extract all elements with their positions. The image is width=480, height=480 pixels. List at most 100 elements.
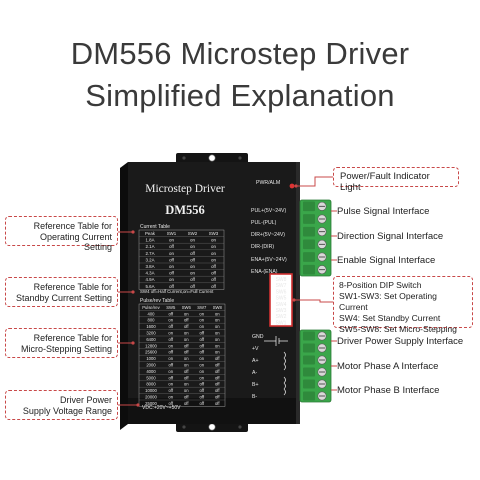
- pulse-table-header-cell: SW5: [166, 305, 176, 310]
- current-table-label: Current Table: [140, 224, 170, 230]
- terminal-slot: [303, 331, 315, 341]
- pulse-table-cell: off: [215, 369, 220, 374]
- callout-phase-b: Motor Phase B Interface: [337, 385, 439, 396]
- pulse-table-cell: on: [199, 318, 204, 323]
- current-table-cell: 3.8A: [145, 264, 154, 269]
- callout-direction: Direction Signal Interface: [337, 231, 443, 242]
- pulse-table-cell: off: [168, 375, 173, 380]
- signal-labels: PUL+(5V~24V)PUL-(PUL)DIR+(5V~24V)DIR-(DI…: [251, 208, 287, 275]
- pulse-table-cell: off: [184, 350, 189, 355]
- current-table-cell: 4.9A: [145, 277, 154, 282]
- dip-line-4: SW5-SW8: Set Micro-Stepping: [339, 324, 457, 334]
- pulse-table-cell: on: [199, 356, 204, 361]
- device-label: Microstep Driver: [145, 183, 225, 195]
- ref-standby-line-2: Standby Current Setting: [15, 292, 112, 303]
- signal-label: DIR+(5V~24V): [251, 232, 285, 238]
- pulse-table-cell: on: [215, 311, 220, 316]
- current-table-cell: on: [169, 251, 174, 256]
- pulse-table-cell: on: [184, 388, 189, 393]
- pulse-table-header-cell: SW7: [197, 305, 207, 310]
- pulse-table-cell: off: [215, 395, 220, 400]
- dip-switch-label: SW3: [276, 308, 287, 314]
- current-table-cell: on: [190, 264, 195, 269]
- dip-switch-label: SW1: [276, 320, 287, 326]
- current-table-cell: off: [169, 244, 175, 249]
- pulse-table-cell: on: [168, 331, 173, 336]
- right-connectors: [294, 176, 337, 391]
- dip-switch[interactable]: [269, 273, 293, 327]
- current-table-cell: on: [169, 238, 174, 243]
- pulse-table-cell: 400: [148, 311, 156, 316]
- pulse-table-cell: off: [199, 401, 204, 406]
- terminal-slot: [303, 214, 315, 224]
- current-table-cell: 4.3A: [145, 271, 154, 276]
- pulse-table-cell: on: [184, 331, 189, 336]
- pulse-table-cell: off: [199, 388, 204, 393]
- pulse-table-cell: on: [184, 311, 189, 316]
- current-table-header-cell: SW2: [188, 231, 198, 236]
- terminal-slot: [303, 264, 315, 275]
- schematic-symbols: [264, 336, 288, 396]
- pulse-table-header-cell: SW6: [182, 305, 192, 310]
- power-terminal-label: A-: [252, 370, 257, 376]
- current-table-cell: 5.6A: [145, 284, 154, 289]
- current-table-cell: off: [169, 271, 175, 276]
- pulse-table-cell: off: [184, 369, 189, 374]
- signal-label: PUL-(PUL): [251, 220, 277, 226]
- pulse-table-cell: 25600: [145, 350, 157, 355]
- pulse-table-cell: on: [215, 331, 220, 336]
- pulse-table-cell: 800: [148, 318, 156, 323]
- pulse-table-cell: 12800: [145, 343, 157, 348]
- pulse-table-cell: on: [184, 382, 189, 387]
- supply-range-line-1: Driver Power: [59, 395, 112, 405]
- terminal-slot: [303, 343, 315, 353]
- left-connectors: [118, 231, 138, 406]
- signal-label: DIR-(DIR): [251, 244, 274, 250]
- signal-terminal-block[interactable]: [299, 199, 332, 277]
- pulse-table-cell: 8000: [146, 382, 156, 387]
- pulse-table-cell: off: [215, 356, 220, 361]
- pulse-table-header-cell: SW8: [213, 305, 223, 310]
- terminal-slot: [303, 201, 315, 212]
- current-table-cell: 2.1A: [145, 244, 154, 249]
- current-table-cell: on: [211, 244, 216, 249]
- current-table-cell: on: [169, 277, 174, 282]
- terminal-slot: [303, 391, 315, 401]
- pulse-table-cell: on: [199, 369, 204, 374]
- pulse-table-cell: on: [215, 318, 220, 323]
- callout-power-supply-text: Driver Power Supply Interface: [337, 336, 464, 347]
- callout-supply-range: Driver Power Supply Voltage Range: [5, 390, 118, 420]
- pulse-table-label: Pulse/rev Table: [140, 298, 174, 304]
- dip-line-2: SW1-SW3: Set Operating Current: [339, 291, 437, 312]
- pulse-table-cell: off: [184, 401, 189, 406]
- pulse-table-cell: off: [184, 318, 189, 323]
- dip-switch-label: SW8: [276, 277, 287, 283]
- pulse-table-cell: on: [215, 343, 220, 348]
- callout-pulse-text: Pulse Signal Interface: [337, 206, 430, 217]
- callout-dip-switch: 8-Position DIP Switch SW1-SW3: Set Opera…: [333, 276, 473, 334]
- dip-switch-label: SW4: [276, 302, 287, 308]
- pulse-table-cell: 5000: [146, 375, 156, 380]
- pulse-table-cell: on: [168, 395, 173, 400]
- terminal-slot: [303, 252, 315, 262]
- dip-switch-label: SW5: [276, 296, 287, 302]
- pulse-table-cell: off: [199, 395, 204, 400]
- signal-label: ENA-(ENA): [251, 269, 278, 275]
- power-terminal-block[interactable]: [299, 329, 332, 403]
- vdc-label: VDC:+20V~+50V: [142, 405, 181, 411]
- pulse-table-cell: off: [215, 363, 220, 368]
- pulse-table-cell: 25000: [145, 401, 157, 406]
- pulse-table-cell: on: [184, 337, 189, 342]
- callout-direction-text: Direction Signal Interface: [337, 231, 444, 242]
- left-connector-dots: [131, 230, 140, 407]
- power-terminal-label: +V: [252, 346, 259, 352]
- pulse-table-cell: on: [168, 382, 173, 387]
- callout-power-fault-text: Power/Fault Indicator Light: [340, 171, 430, 193]
- pulse-table-cell: on: [215, 350, 220, 355]
- pulse-table-cell: 4000: [146, 369, 156, 374]
- current-table-cell: off: [211, 264, 217, 269]
- pulse-table-cell: on: [199, 375, 204, 380]
- current-table-header-cell: SW3: [209, 231, 219, 236]
- current-table-cell: on: [169, 264, 174, 269]
- current-table-cell: 1.8A: [145, 238, 154, 243]
